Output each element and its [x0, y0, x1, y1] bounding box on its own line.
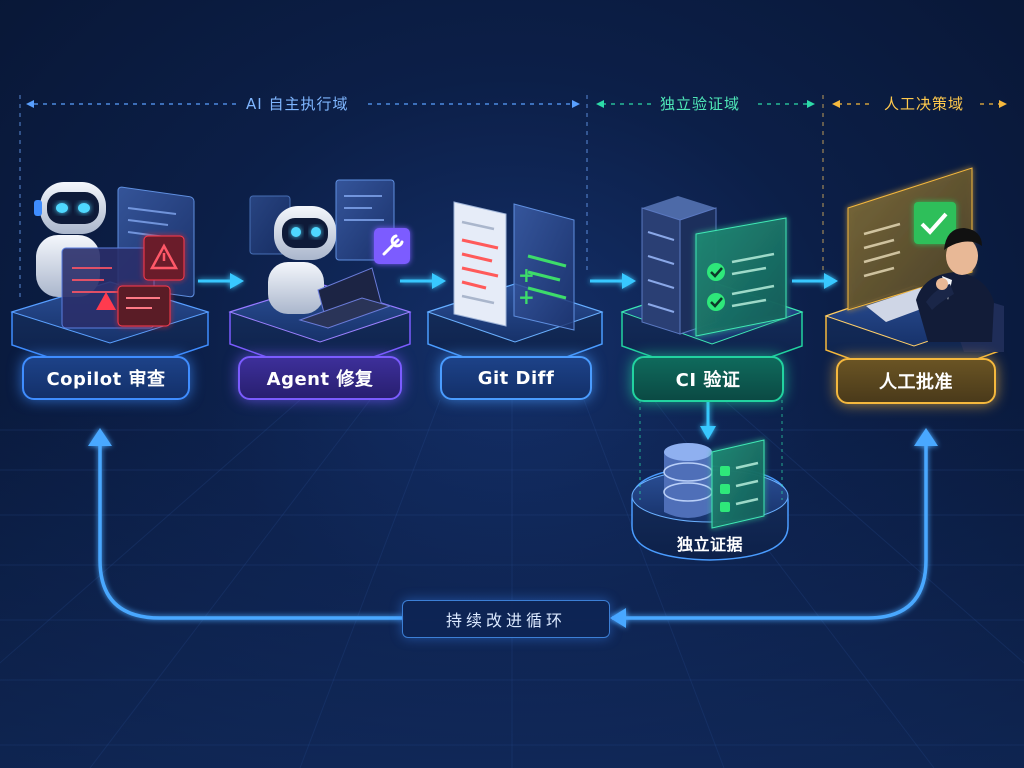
svg-text:+: +: [518, 263, 535, 287]
node-label-gitdiff: Git Diff: [440, 356, 592, 400]
node-label-evidence: 独立证据: [676, 535, 743, 554]
node-label-copilot: Copilot 审查: [22, 356, 190, 400]
warning-icon: [61, 235, 185, 329]
flow-arrows: [198, 279, 826, 428]
svg-text:+: +: [518, 285, 535, 309]
flow-arrowheads: [230, 273, 838, 440]
diff-document-icon: + +: [453, 201, 575, 331]
domain-label-verify: 独立验证域: [660, 95, 741, 113]
node-label-ci: CI 验证: [632, 356, 784, 402]
node-label-agent: Agent 修复: [238, 356, 402, 400]
monitor-check-icon: [847, 167, 973, 322]
domain-label-human: 人工决策域: [884, 95, 965, 113]
robot-icon: [268, 206, 336, 314]
feedback-loop-arrowheads: [88, 428, 938, 628]
laptop-icon: [298, 267, 392, 329]
domain-label-ai: AI 自主执行域: [246, 95, 349, 113]
checklist-icon: [711, 439, 765, 529]
node-label-approval: 人工批准: [836, 358, 996, 404]
database-icon: [663, 443, 713, 518]
feedback-loop-line: [98, 440, 928, 620]
evidence-guides: [639, 400, 783, 500]
wrench-icon: [374, 228, 410, 264]
loop-label: 持续改进循环: [402, 600, 610, 638]
person-icon: [916, 228, 1004, 352]
checklist-icon: [695, 217, 787, 337]
